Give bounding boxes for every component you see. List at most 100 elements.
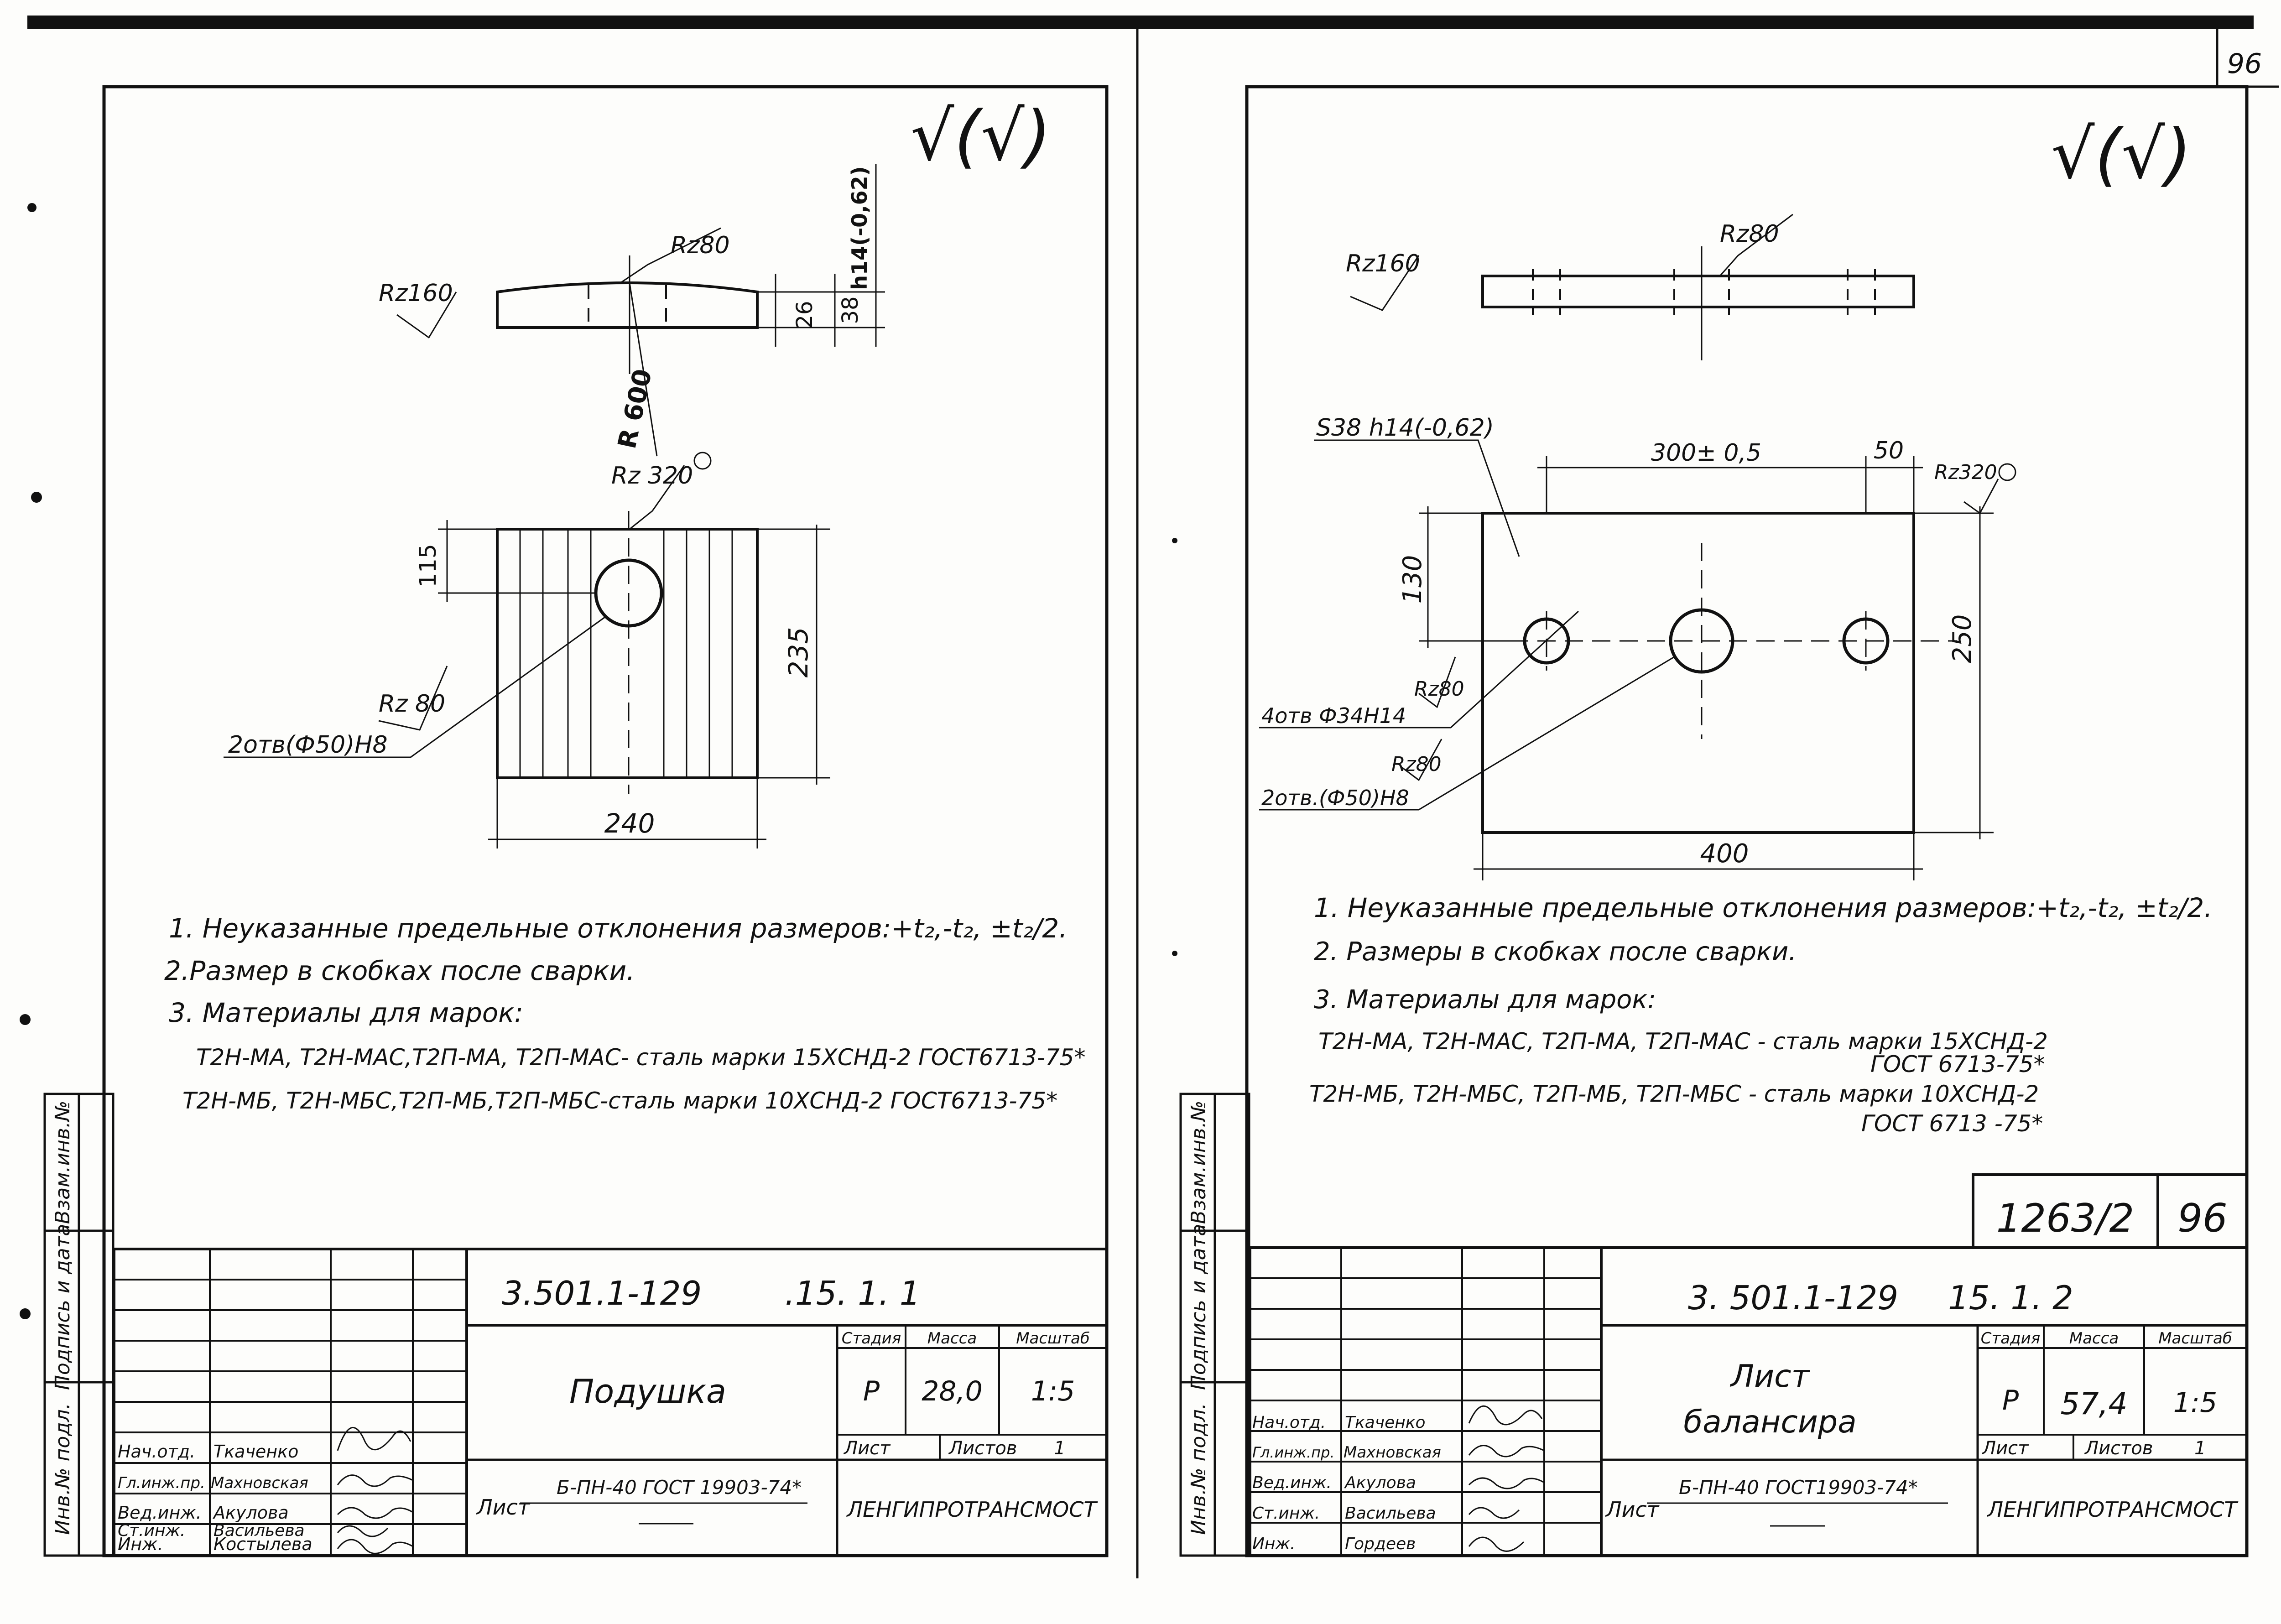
right-role-1: Нач.отд.: [1252, 1413, 1326, 1432]
right-notes: 1. Неуказанные предельные отклонения раз…: [1309, 892, 2213, 1137]
left-mass: 28,0: [922, 1375, 983, 1407]
right-mass-label: Масса: [2069, 1329, 2119, 1348]
left-role-1: Нач.отд.: [118, 1442, 195, 1462]
right-note-2: 2. Размеры в скобках после сварки.: [1314, 937, 1797, 967]
right-sheet-label: Лист: [1981, 1438, 2029, 1459]
right-rz80-1: Rz80: [1414, 677, 1464, 701]
left-name-3: Акулова: [212, 1503, 289, 1523]
right-role-4: Ст.инж.: [1252, 1504, 1320, 1523]
left-dim-h14: h14(-0,62): [847, 166, 872, 290]
right-dim-250: 250: [1948, 614, 1977, 663]
left-stamp-vzam: Взам.инв.№: [51, 1101, 74, 1224]
right-note-6: Т2Н-МБ, Т2Н-МБС, Т2П-МБ, Т2П-МБС - сталь…: [1309, 1081, 2039, 1107]
right-note-3: 3. Материалы для марок:: [1314, 985, 1656, 1015]
right-stage-label: Стадия: [1981, 1329, 2040, 1348]
left-name-1: Ткаченко: [214, 1442, 298, 1462]
left-scale-label: Масштаб: [1016, 1329, 1090, 1348]
right-name-3: Акулова: [1344, 1473, 1416, 1492]
right-part-name-1: Лист: [1729, 1359, 1811, 1395]
right-note-7: ГОСТ 6713 -75*: [1861, 1110, 2043, 1137]
left-role-2: Гл.инж.пр.: [118, 1474, 205, 1492]
left-org: ЛЕНГИПРОТРАНСМОСТ: [846, 1497, 1099, 1522]
right-plan-view: 300± 0,5 50 Rz320 130 250 400 S38 h14(-0…: [1259, 414, 2016, 880]
right-side-view: Rz160 Rz80: [1346, 213, 1915, 360]
left-sheet-code: .15. 1. 1: [785, 1274, 921, 1312]
right-material: Б-ПН-40 ГОСТ19903-74*: [1679, 1476, 1918, 1499]
left-roughness-symbol: √(√): [911, 97, 1051, 176]
left-note-1: 1. Неуказанные предельные отклонения раз…: [169, 913, 1068, 944]
left-stamp-inv: Инв.№ подл.: [51, 1403, 74, 1535]
right-role-2: Гл.инж.пр.: [1252, 1444, 1335, 1461]
left-notes: 1. Неуказанные предельные отклонения раз…: [164, 913, 1086, 1114]
right-holes-50: 2отв.(Ф50)Н8: [1261, 786, 1409, 810]
left-side-stamp: Инв.№ подл. Подпись и дата Взам.инв.№: [43, 1093, 115, 1557]
left-scale: 1:5: [1031, 1375, 1075, 1407]
left-role-5: Инж.: [118, 1534, 163, 1554]
left-rz80-hole: Rz 80: [379, 690, 445, 718]
right-note-5: ГОСТ 6713-75*: [1870, 1051, 2045, 1077]
left-note-5: Т2Н-МБ, Т2Н-МБС,Т2П-МБ,Т2П-МБС-сталь мар…: [182, 1088, 1057, 1114]
right-dim-130: 130: [1398, 555, 1427, 604]
left-dim-240: 240: [604, 808, 655, 839]
right-name-2: Махновская: [1344, 1443, 1441, 1462]
left-dim-26: 26: [792, 301, 818, 328]
left-name-5: Костылева: [214, 1534, 312, 1554]
left-part-name: Подушка: [569, 1372, 726, 1411]
right-doc-code: 3. 501.1-129: [1688, 1279, 1898, 1317]
right-rz80-2: Rz80: [1391, 753, 1442, 776]
right-rz160: Rz160: [1346, 250, 1420, 277]
left-stamp-sign: Подпись и дата: [51, 1224, 74, 1390]
left-material: Б-ПН-40 ГОСТ 19903-74*: [557, 1476, 802, 1499]
right-holes-34: 4отв Ф34Н14: [1261, 703, 1406, 728]
left-stage: Р: [863, 1375, 880, 1407]
left-rz320: Rz 320: [611, 462, 693, 489]
left-sheet: √(√) R 600 Rz160 Rz80 26 38 h14(-0,62): [43, 85, 1109, 1557]
left-dim-235: 235: [783, 627, 814, 678]
right-part-name-2: балансира: [1683, 1404, 1857, 1440]
left-material-prefix: Лист: [476, 1495, 531, 1520]
left-side-view: R 600 Rz160 Rz80 26 38 h14(-0,62): [379, 164, 885, 457]
scan-specks: [20, 203, 1177, 1319]
left-sheet-label: Лист: [843, 1438, 891, 1459]
left-doc-code: 3.501.1-129: [502, 1274, 702, 1312]
right-sheets-count: 1: [2194, 1438, 2206, 1459]
left-stage-label: Стадия: [842, 1329, 901, 1348]
right-mass: 57,4: [2061, 1386, 2128, 1421]
right-rz320: Rz320: [1934, 461, 1997, 484]
left-mass-label: Масса: [927, 1329, 977, 1348]
right-side-stamp: Инв.№ подл. Подпись и дата Взам.инв.№: [1179, 1093, 1250, 1557]
left-plan-view: 115 235 240 Rz 320 Rz 80 2отв(Ф50)Н8: [224, 452, 830, 848]
right-ref-page: 96: [2177, 1196, 2227, 1241]
right-rz80-top: Rz80: [1720, 220, 1779, 248]
right-role-5: Инж.: [1252, 1535, 1295, 1553]
left-role-3: Вед.инж.: [118, 1503, 202, 1523]
right-dim-400: 400: [1700, 839, 1749, 869]
right-scale: 1:5: [2173, 1387, 2218, 1419]
right-stamp-inv: Инв.№ подл.: [1187, 1403, 1210, 1535]
right-stamp-vzam: Взам.инв.№: [1187, 1101, 1210, 1224]
top-edge-bar: [27, 16, 2254, 29]
right-sheets-label: Листов: [2084, 1438, 2153, 1459]
left-radius-label: R 600: [612, 366, 657, 451]
left-rz80-top: Rz80: [671, 232, 730, 259]
left-holes-label: 2отв(Ф50)Н8: [228, 731, 388, 759]
left-rz160: Rz160: [379, 280, 453, 307]
right-sheet-code: 15. 1. 2: [1948, 1279, 2073, 1317]
left-note-4: Т2Н-МА, Т2Н-МАС,Т2П-МА, Т2П-МАС- сталь м…: [196, 1044, 1086, 1071]
right-title-block: Нач.отд. Ткаченко Гл.инж.пр. Махновская …: [1249, 1246, 2248, 1557]
left-note-3: 3. Материалы для марок:: [169, 997, 523, 1028]
left-sheets-label: Листов: [948, 1438, 1017, 1459]
right-scale-label: Масштаб: [2158, 1329, 2232, 1348]
left-dim-38: 38: [838, 296, 863, 324]
right-material-prefix: Лист: [1605, 1497, 1660, 1522]
right-stage: Р: [2002, 1385, 2019, 1416]
right-name-1: Ткаченко: [1345, 1413, 1426, 1432]
right-stamp-sign: Подпись и дата: [1187, 1224, 1210, 1390]
right-dim-300: 300± 0,5: [1651, 439, 1761, 467]
right-note-1: 1. Неуказанные предельные отклонения раз…: [1314, 892, 2213, 923]
right-role-3: Вед.инж.: [1252, 1473, 1332, 1492]
left-name-2: Махновская: [211, 1474, 308, 1492]
left-title-block: Нач.отд. Ткаченко Гл.инж.пр. Махновская …: [113, 1248, 1108, 1557]
page-number: 96: [2227, 48, 2262, 80]
